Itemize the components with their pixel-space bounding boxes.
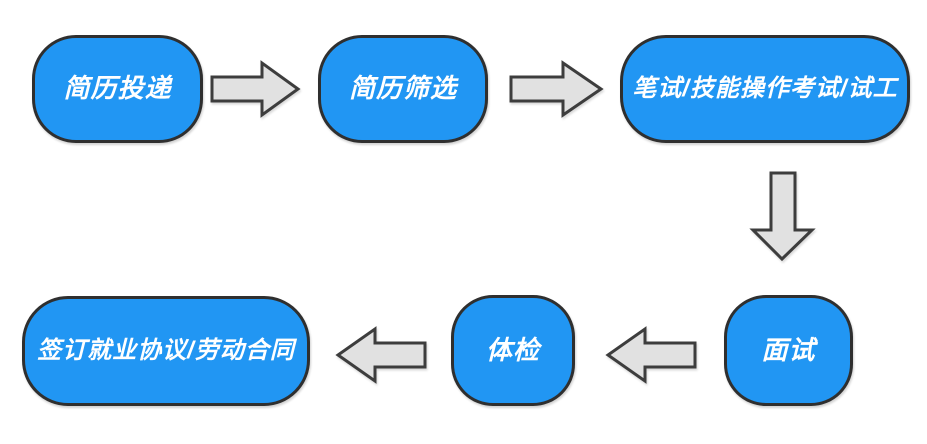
node-resume-submission: 简历投递 — [32, 35, 203, 143]
arrow-down-icon — [749, 171, 816, 262]
node-resume-screening: 简历筛选 — [318, 35, 488, 143]
node-interview: 面试 — [724, 295, 853, 406]
arrow-left-icon — [335, 326, 427, 384]
node-physical-exam: 体检 — [451, 295, 575, 406]
node-written-skill-test: 笔试/技能操作考试/试工 — [620, 35, 910, 143]
arrow-left-icon — [605, 326, 697, 384]
node-sign-agreement: 签订就业协议/劳动合同 — [22, 296, 310, 406]
arrow-right-icon — [509, 60, 604, 118]
arrow-right-icon — [210, 60, 301, 118]
